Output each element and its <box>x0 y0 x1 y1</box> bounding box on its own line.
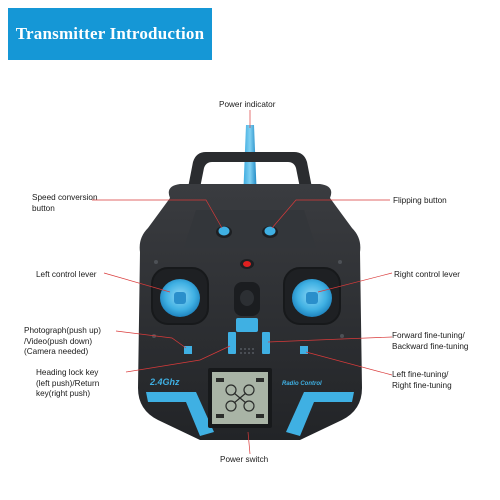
lr-trim-button[interactable] <box>300 346 308 354</box>
photo-video-switch[interactable] <box>184 346 192 354</box>
flipping-button[interactable] <box>262 226 278 238</box>
right-accent-stripe <box>286 392 354 436</box>
label-lr-trim: Left fine-tuning/ Right fine-tuning <box>392 370 452 390</box>
left-accent-stripe <box>146 392 214 436</box>
label-flipping: Flipping button <box>393 196 447 205</box>
heading-lock-key[interactable] <box>228 332 236 354</box>
right-control-lever[interactable] <box>283 267 341 325</box>
label-right-lever: Right control lever <box>394 270 460 279</box>
center-knob <box>234 282 260 316</box>
title-banner: Transmitter Introduction <box>8 8 212 60</box>
speed-conversion-button[interactable] <box>216 226 232 238</box>
screws <box>152 260 344 338</box>
label-photo-video: Photograph(push up) /Video(push down) (C… <box>24 326 101 356</box>
label-left-lever: Left control lever <box>36 270 97 279</box>
leader-lines <box>92 110 393 455</box>
center-blue-button[interactable] <box>236 318 258 332</box>
label-fwd-bwd-trim: Forward fine-tuning/ Backward fine-tunin… <box>392 331 469 351</box>
brand-label: Radio Control <box>282 381 322 387</box>
speaker-holes <box>240 348 254 354</box>
label-heading-lock: Heading lock key (left push)/Return key(… <box>36 368 100 398</box>
power-indicator-led <box>240 259 254 269</box>
fwd-bwd-trim-button[interactable] <box>262 332 270 354</box>
label-speed-conversion: Speed conversion button <box>32 193 98 213</box>
label-power-switch: Power switch <box>220 455 269 464</box>
freq-label: 2.4Ghz <box>149 377 180 387</box>
left-control-lever[interactable] <box>151 267 209 325</box>
label-power-indicator: Power indicator <box>219 100 276 109</box>
lcd-screen <box>208 368 272 428</box>
title-text: Transmitter Introduction <box>15 24 205 43</box>
